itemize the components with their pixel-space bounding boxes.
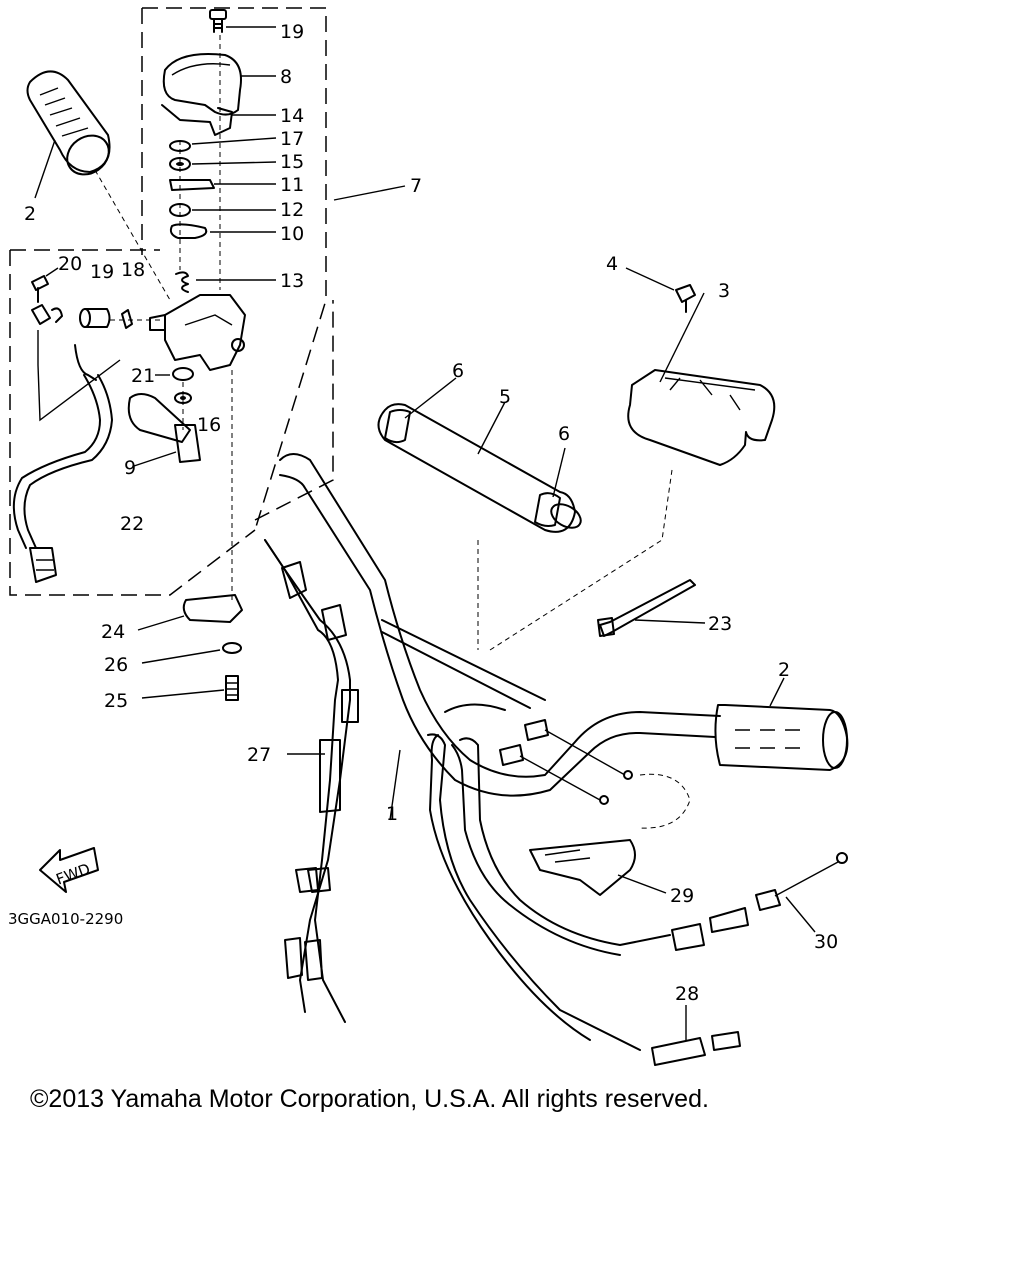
cable-28 — [427, 733, 741, 1066]
callout-19-left: 19 — [90, 261, 114, 283]
callout-18: 18 — [121, 259, 145, 281]
screw-20 — [31, 267, 59, 303]
clamp-6-right — [534, 447, 566, 527]
cable-30 — [451, 737, 848, 956]
throttle-housing-7 — [149, 294, 246, 371]
callout-15: 15 — [280, 151, 304, 173]
choke-lever-9 — [127, 393, 201, 467]
pin-19-left — [79, 308, 111, 328]
callout-6-left: 6 — [452, 360, 464, 382]
copyright-notice: ©2013 Yamaha Motor Corporation, U.S.A. A… — [30, 1085, 709, 1113]
washer-17 — [169, 137, 277, 152]
switch-terminal — [31, 304, 63, 325]
callout-7: 7 — [410, 175, 422, 197]
nut-15 — [169, 157, 277, 171]
plate-10 — [169, 223, 276, 239]
callout-28: 28 — [675, 983, 699, 1005]
switch-wire-22 — [12, 344, 113, 583]
lever-11 — [169, 179, 276, 191]
handlebar-1 — [279, 453, 721, 821]
callout-2-right: 2 — [778, 659, 790, 681]
callout-29: 29 — [670, 885, 694, 907]
callout-4: 4 — [606, 253, 618, 275]
spring-13 — [175, 271, 276, 293]
drawing-code: 3GGA010-2290 — [8, 910, 123, 928]
switch-housing-3 — [627, 292, 776, 466]
throttle-cover-8 — [162, 53, 276, 116]
callout-22: 22 — [120, 513, 144, 535]
clutch-holder-group-box — [254, 300, 334, 521]
bracket-lead — [37, 330, 121, 422]
callout-16: 16 — [197, 414, 221, 436]
grip-2-left — [26, 70, 171, 301]
bolt-25 — [141, 675, 239, 701]
callout-2-left: 2 — [24, 203, 36, 225]
callout-23: 23 — [708, 613, 732, 635]
callout-26: 26 — [104, 654, 128, 676]
callout-21: 21 — [131, 365, 155, 387]
handlebar-exploded-diagram: FWD 3GGA010-2290 19 8 14 17 15 11 12 10 … — [8, 7, 849, 1066]
callout-27: 27 — [247, 744, 271, 766]
throttle-cable-27 — [264, 539, 359, 1023]
washer-21 — [155, 367, 194, 381]
forward-label: FWD — [54, 860, 93, 889]
nut-12 — [169, 203, 276, 217]
callout-30: 30 — [814, 931, 838, 953]
forward-arrow-icon: FWD — [39, 847, 99, 893]
grip-pipe-5 — [377, 401, 582, 533]
cable-ends — [499, 719, 691, 829]
bolt-4 — [625, 267, 696, 313]
callout-12: 12 — [280, 199, 304, 221]
lock-washer-26 — [141, 642, 242, 664]
callout-1: 1 — [386, 803, 398, 825]
callout-10: 10 — [280, 223, 304, 245]
callout-8: 8 — [280, 66, 292, 88]
pipe-centerline — [477, 469, 673, 651]
gasket-14 — [161, 104, 276, 136]
screw-19-top — [209, 9, 276, 33]
cable-tie-23 — [597, 579, 706, 637]
callout-20: 20 — [58, 253, 82, 275]
callout-14: 14 — [280, 105, 304, 127]
callout-11: 11 — [280, 174, 304, 196]
clip-18 — [121, 309, 133, 329]
callout-5: 5 — [499, 386, 511, 408]
clamp-6-left — [384, 377, 457, 444]
callout-6-right: 6 — [558, 423, 570, 445]
callout-13: 13 — [280, 270, 304, 292]
throttle-assembly-group-box — [9, 7, 327, 596]
leader-7 — [333, 185, 406, 201]
grip-2-right — [714, 677, 849, 771]
callout-3: 3 — [718, 280, 730, 302]
callout-17: 17 — [280, 128, 304, 150]
callout-19-top: 19 — [280, 21, 304, 43]
callout-9: 9 — [124, 457, 136, 479]
cable-cover-29 — [529, 839, 667, 896]
callout-24: 24 — [101, 621, 125, 643]
holder-clamp-24 — [137, 594, 243, 631]
callout-25: 25 — [104, 690, 128, 712]
